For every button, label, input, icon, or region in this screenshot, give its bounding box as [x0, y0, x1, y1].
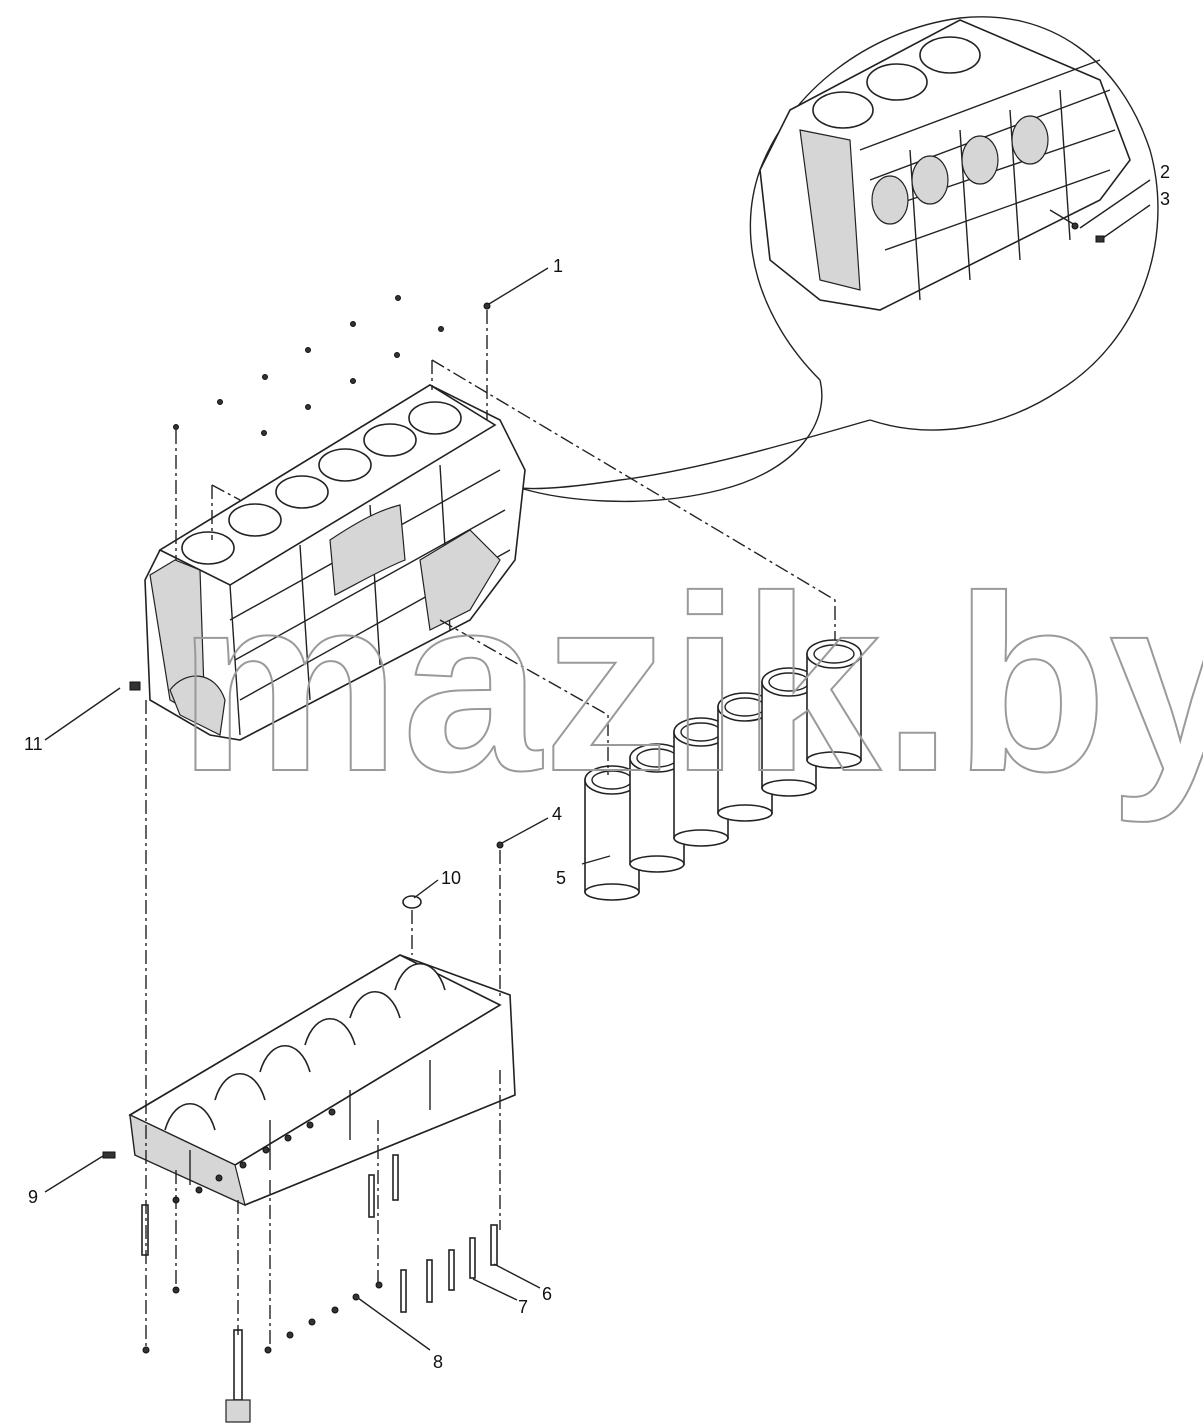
detail-view	[519, 16, 1159, 503]
bedplate-bolts	[141, 841, 504, 1423]
cylinder-liners	[584, 639, 862, 901]
cylinder-block	[129, 384, 526, 741]
callout-1: 1	[553, 256, 563, 276]
callout-10: 10	[441, 868, 461, 888]
detail-block	[759, 19, 1151, 311]
callout-6: 6	[542, 1284, 552, 1304]
liner	[806, 639, 862, 769]
assembly-lines	[145, 310, 836, 1350]
callout-7: 7	[518, 1297, 528, 1317]
callout-5: 5	[556, 868, 566, 888]
head-studs	[173, 295, 491, 436]
callout-3: 3	[1160, 189, 1170, 209]
callout-8: 8	[433, 1352, 443, 1372]
callout-11: 11	[24, 734, 43, 754]
callout-2: 2	[1160, 162, 1170, 182]
callout-4: 4	[552, 804, 562, 824]
callout-9: 9	[28, 1187, 38, 1207]
bedplate	[102, 895, 516, 1207]
watermark: mazik.by	[178, 544, 1203, 823]
leader-lines	[44, 267, 611, 1351]
callouts: 1 2 3 4 5 6 7 8 9 10 11	[24, 162, 1170, 1372]
